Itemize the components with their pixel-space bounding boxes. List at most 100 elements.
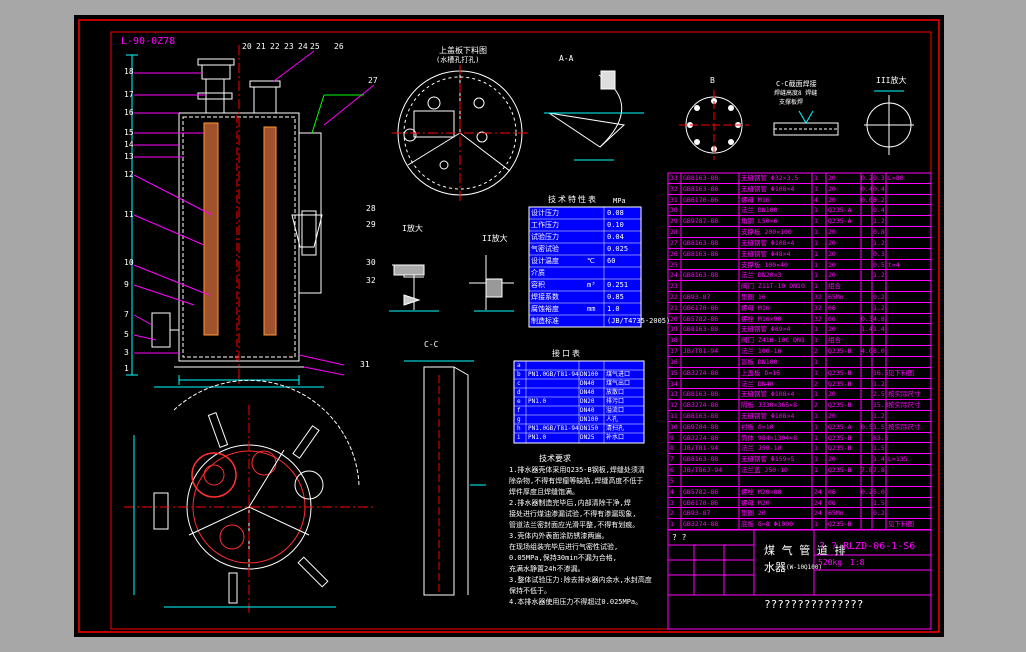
part-name: 无缝钢管 Φ48×4	[741, 249, 791, 258]
nozzle-size: DN40	[580, 389, 595, 396]
part-label: 5	[124, 330, 129, 339]
part-no: 1	[670, 520, 674, 529]
part-qty: 1	[814, 282, 818, 291]
part-code: GB8163-88	[683, 412, 719, 420]
tech-row-value: (JB/T4735-2005)	[607, 317, 671, 325]
drawing-sheet: L-90-0Z78 18 17 16 15 14 13 12 11 10 9 7…	[74, 15, 944, 637]
part-material: 20	[828, 390, 836, 399]
nozzle-size: DN100	[580, 416, 599, 423]
part-name: 法兰盖 J50-10	[741, 466, 788, 475]
weld-detail-note-2: 支撑板焊	[779, 99, 804, 106]
nozzle-std: PN1.0GB/T81-94	[528, 425, 579, 432]
part-code: GB8163-88	[683, 174, 719, 182]
part-material: 20	[828, 195, 836, 204]
part-no: 17	[670, 347, 678, 356]
title-bottom-text: ???????????????	[764, 598, 864, 611]
part-label: 3	[124, 348, 129, 357]
part-material: Q235-B	[828, 520, 852, 529]
tech-row-value: 0.08	[607, 209, 624, 217]
part-name: 垫圈 16	[741, 293, 766, 301]
tech-row-value: 0.025	[607, 245, 629, 253]
part-no: 4	[670, 487, 674, 496]
part-code: GB8163-88	[683, 325, 719, 334]
nozzle-table-row: a	[514, 361, 644, 370]
part-material: Q235-A	[828, 422, 852, 431]
part-code: GB5782-86	[683, 487, 719, 496]
title-block-frame	[667, 529, 932, 630]
part-name: 无缝钢管 Φ89×4	[741, 325, 791, 334]
part-no: 25	[670, 260, 678, 269]
part-no: 30	[670, 206, 678, 215]
note-line: 在现场组装完毕后进行气密性试验,	[509, 543, 619, 551]
part-code: GB8163-88	[683, 249, 719, 258]
part-label: 14	[124, 140, 134, 149]
part-qty: 1	[814, 433, 818, 442]
part-material: Q235-A	[828, 217, 852, 226]
part-material: 65Mn	[828, 509, 844, 518]
part-code: GB93-87	[683, 509, 711, 518]
tech-row-label: 气密试验	[531, 245, 559, 253]
part-total-weight: 1.4	[873, 455, 885, 464]
nozzle-std: PN1.0GB/T81-94	[528, 371, 579, 378]
part-label: 25	[310, 42, 320, 51]
part-material: 20	[828, 260, 836, 269]
plate-view-subtitle: (水槽孔打孔)	[436, 56, 480, 64]
tech-row-label: 试验压力	[531, 233, 559, 241]
title-name-line-2: 水器	[764, 561, 786, 574]
part-no: 19	[670, 325, 678, 334]
part-total-weight: 0.4	[873, 184, 885, 193]
part-qty: 1	[814, 271, 818, 280]
part-name: 盲板 DN100	[741, 357, 778, 366]
part-name: 底板 δ=8 Φ1000	[741, 520, 794, 529]
title-weight: 520kg	[818, 558, 843, 567]
part-no: 12	[670, 401, 678, 410]
part-total-weight: 1.2	[873, 379, 885, 388]
part-code: GB8163-88	[683, 455, 719, 464]
nozzle-mark: d	[517, 389, 521, 396]
tech-row-label: 焊接系数	[531, 293, 559, 301]
part-name: 无缝钢管 Φ108×4	[741, 238, 795, 247]
part-note: 见下料图	[888, 368, 914, 377]
tech-table-frame	[528, 206, 642, 328]
part-name: 螺母 M20	[741, 498, 770, 507]
part-no: 28	[670, 228, 678, 237]
part-material: Q235-B	[828, 379, 852, 388]
part-total-weight: 7.8	[873, 466, 885, 475]
part-unit-weight: 1.4	[861, 325, 873, 334]
part-qty: 24	[814, 487, 822, 496]
part-total-weight: 0.8	[873, 228, 885, 237]
part-qty: 24	[814, 509, 822, 518]
title-placeholder-mark: ? ?	[672, 533, 687, 542]
part-total-weight: 83.5	[873, 433, 889, 442]
part-name: 筒体 984×1304×8	[741, 433, 798, 442]
tech-row-unit: ℃	[587, 257, 595, 265]
part-qty: 4	[814, 195, 818, 204]
part-code: GB9704-88	[683, 422, 719, 431]
note-line: 2.排水器制造完毕后,内部清除干净,焊	[509, 499, 631, 507]
part-note: L=80	[888, 174, 904, 182]
tech-row-label: 设计温度	[531, 257, 559, 265]
detail-iii-title: III放大	[876, 76, 907, 85]
tech-table-row: 制造标准(JB/T4735-2005)	[529, 315, 670, 327]
note-line: 4.本排水器使用压力不得超过0.025MPa。	[509, 598, 643, 606]
part-note: 按实际尺寸	[888, 422, 921, 431]
part-material: 20	[828, 228, 836, 237]
part-no: 5	[670, 476, 674, 485]
part-code: GB6170-86	[683, 195, 719, 204]
tech-row-unit: mm	[587, 305, 596, 313]
nozzle-use: 人孔	[606, 416, 619, 423]
part-material: Q235-A	[828, 206, 852, 215]
part-name: 无缝钢管 Φ159×5	[741, 455, 795, 464]
